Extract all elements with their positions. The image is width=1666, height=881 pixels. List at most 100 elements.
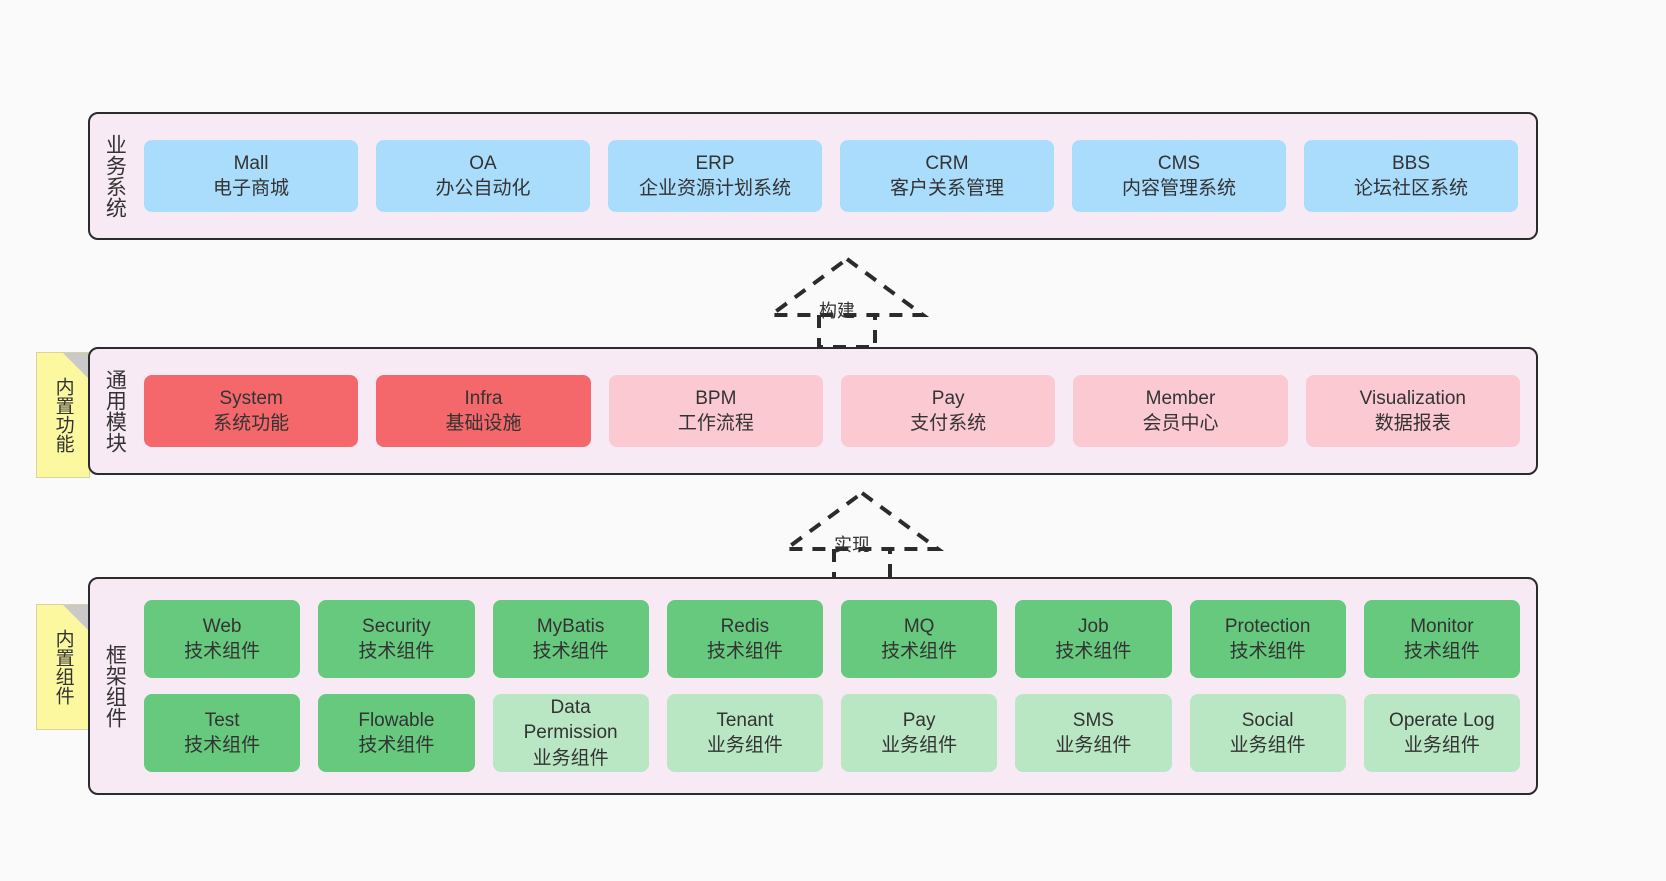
layer-body-common-module: System 系统功能 Infra 基础设施 BPM 工作流程 Pay 支付系统… [138, 349, 1536, 473]
box-infra-title: Infra [464, 387, 503, 409]
box-redis-subtitle: 技术组件 [706, 641, 783, 662]
arrow-head-triangle [779, 490, 945, 551]
layer-body-framework-component: Web 技术组件 Security 技术组件 MyBatis 技术组件 Redi… [138, 579, 1536, 793]
note-builtin-component[interactable]: 内置组件 [36, 604, 90, 730]
box-protection-title: Protection [1224, 615, 1311, 637]
box-security-title: Security [362, 615, 431, 637]
box-job[interactable]: Job 技术组件 [1015, 600, 1172, 678]
box-mall-subtitle: 电子商城 [212, 178, 289, 199]
box-tenant-title: Tenant [716, 709, 774, 731]
box-data-permission-title: Data [550, 697, 591, 719]
box-crm-subtitle: 客户关系管理 [889, 178, 1004, 199]
box-monitor-subtitle: 技术组件 [1403, 641, 1480, 662]
note-builtin-function[interactable]: 内置功能 [36, 352, 90, 478]
box-member-subtitle: 会员中心 [1142, 413, 1219, 434]
box-crm[interactable]: CRM 客户关系管理 [840, 140, 1054, 212]
box-pay-component-subtitle: 业务组件 [881, 735, 958, 756]
layer-title-framework-component: 框架组件 [103, 644, 127, 728]
box-sms-title: SMS [1072, 709, 1114, 731]
box-sms[interactable]: SMS 业务组件 [1015, 694, 1172, 772]
box-pay-module[interactable]: Pay 支付系统 [840, 375, 1056, 447]
box-mq-title: MQ [903, 615, 935, 637]
box-mybatis[interactable]: MyBatis 技术组件 [492, 600, 649, 678]
arrow-stem [832, 549, 892, 583]
box-pay-module-subtitle: 支付系统 [910, 413, 987, 434]
box-operate-log[interactable]: Operate Log 业务组件 [1363, 694, 1520, 772]
box-mall-title: Mall [233, 152, 269, 174]
box-member[interactable]: Member 会员中心 [1073, 375, 1288, 447]
box-visualization-title: Visualization [1359, 387, 1466, 409]
box-test-title: Test [204, 709, 240, 731]
box-sms-subtitle: 业务组件 [1055, 735, 1132, 756]
box-security-subtitle: 技术组件 [358, 641, 435, 662]
box-test[interactable]: Test 技术组件 [144, 694, 301, 772]
box-bpm-subtitle: 工作流程 [677, 413, 754, 434]
box-monitor[interactable]: Monitor 技术组件 [1363, 600, 1520, 678]
connector-implement-arrow: 实现 [772, 487, 952, 583]
arrow-stem [817, 315, 877, 349]
box-erp-title: ERP [695, 152, 735, 174]
note-fold-icon [63, 353, 89, 379]
box-operate-log-title: Operate Log [1389, 709, 1495, 731]
box-mybatis-subtitle: 技术组件 [532, 641, 609, 662]
connector-build-arrow: 构建 [757, 253, 937, 349]
box-data-permission[interactable]: Data Permission 业务组件 [492, 694, 649, 772]
note-fold-icon [63, 605, 89, 631]
box-data-permission-subtitle: 业务组件 [532, 747, 609, 769]
box-protection-subtitle: 技术组件 [1229, 641, 1306, 662]
layer-title-common-module: 通用模块 [103, 369, 127, 453]
box-protection[interactable]: Protection 技术组件 [1189, 600, 1346, 678]
arrow-head-triangle [764, 256, 930, 317]
box-web[interactable]: Web 技术组件 [144, 600, 301, 678]
box-flowable[interactable]: Flowable 技术组件 [318, 694, 475, 772]
box-oa-subtitle: 办公自动化 [435, 178, 531, 199]
box-security[interactable]: Security 技术组件 [318, 600, 475, 678]
box-data-permission-title2: Permission [523, 722, 618, 744]
box-infra[interactable]: Infra 基础设施 [376, 375, 591, 447]
box-bpm[interactable]: BPM 工作流程 [608, 375, 823, 447]
box-system-subtitle: 系统功能 [213, 413, 290, 434]
box-bpm-title: BPM [695, 387, 737, 409]
layer-title-business-system: 业务系统 [103, 134, 127, 218]
common-module-row: System 系统功能 Infra 基础设施 BPM 工作流程 Pay 支付系统… [144, 375, 1520, 447]
note-builtin-function-label: 内置功能 [52, 377, 74, 453]
box-redis-title: Redis [720, 615, 770, 637]
layer-body-business-system: Mall 电子商城 OA 办公自动化 ERP 企业资源计划系统 CRM 客户关系… [138, 114, 1536, 238]
box-system[interactable]: System 系统功能 [144, 375, 359, 447]
box-bbs-title: BBS [1391, 152, 1431, 174]
box-member-title: Member [1145, 387, 1216, 409]
box-mq[interactable]: MQ 技术组件 [841, 600, 998, 678]
box-operate-log-subtitle: 业务组件 [1403, 735, 1480, 756]
box-visualization[interactable]: Visualization 数据报表 [1305, 375, 1520, 447]
box-erp-subtitle: 企业资源计划系统 [638, 178, 791, 199]
box-mybatis-title: MyBatis [536, 615, 605, 637]
box-visualization-subtitle: 数据报表 [1374, 413, 1451, 434]
box-job-title: Job [1078, 615, 1109, 637]
box-bbs[interactable]: BBS 论坛社区系统 [1304, 140, 1518, 212]
box-pay-component-title: Pay [902, 709, 936, 731]
box-tenant[interactable]: Tenant 业务组件 [666, 694, 823, 772]
connector-build-label: 构建 [819, 301, 855, 321]
box-erp[interactable]: ERP 企业资源计划系统 [608, 140, 822, 212]
layer-common-module[interactable]: 通用模块 System 系统功能 Infra 基础设施 BPM 工作流程 Pay… [88, 347, 1538, 475]
box-social[interactable]: Social 业务组件 [1189, 694, 1346, 772]
layer-business-system[interactable]: 业务系统 Mall 电子商城 OA 办公自动化 ERP 企业资源计划系统 CRM… [88, 112, 1538, 240]
box-cms-title: CMS [1157, 152, 1201, 174]
note-builtin-component-label: 内置组件 [52, 629, 74, 705]
box-system-title: System [219, 387, 283, 409]
box-pay-module-title: Pay [931, 387, 965, 409]
box-web-title: Web [202, 615, 242, 637]
box-crm-title: CRM [925, 152, 969, 174]
box-pay-component[interactable]: Pay 业务组件 [841, 694, 998, 772]
box-oa[interactable]: OA 办公自动化 [376, 140, 590, 212]
framework-business-row: Test 技术组件 Flowable 技术组件 Data Permission … [144, 694, 1520, 772]
box-flowable-subtitle: 技术组件 [358, 735, 435, 756]
layer-framework-component[interactable]: 框架组件 Web 技术组件 Security 技术组件 MyBatis 技术组件… [88, 577, 1538, 795]
box-social-title: Social [1241, 709, 1294, 731]
box-mall[interactable]: Mall 电子商城 [144, 140, 358, 212]
box-redis[interactable]: Redis 技术组件 [666, 600, 823, 678]
connector-implement-label: 实现 [834, 535, 870, 555]
box-cms[interactable]: CMS 内容管理系统 [1072, 140, 1286, 212]
business-system-row: Mall 电子商城 OA 办公自动化 ERP 企业资源计划系统 CRM 客户关系… [144, 140, 1518, 212]
box-flowable-title: Flowable [358, 709, 435, 731]
